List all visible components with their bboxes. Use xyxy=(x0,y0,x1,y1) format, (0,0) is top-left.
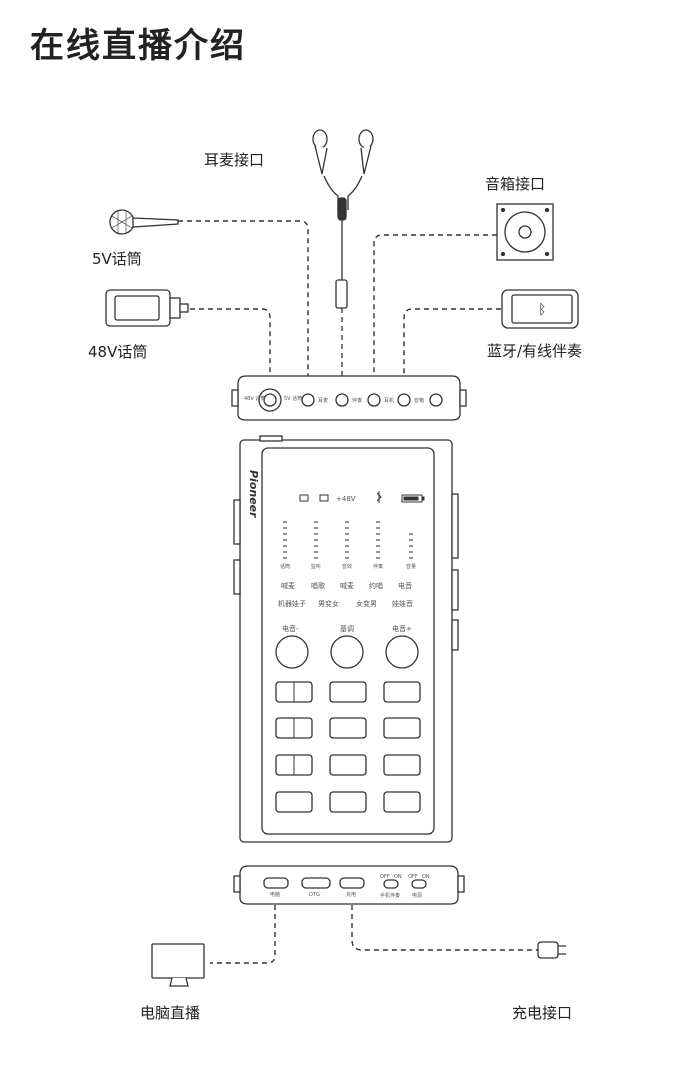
brand-logo: Pioneer xyxy=(247,470,260,518)
switch-position-label: ON xyxy=(394,874,402,880)
knob-labels: 电音- 基调 电音+ xyxy=(282,624,412,633)
effect-label: 娃娃音 xyxy=(392,599,413,608)
svg-text:ᛒ: ᛒ xyxy=(538,302,546,318)
computer-monitor-icon xyxy=(151,943,205,987)
mic-5v-label: 5V话筒 xyxy=(92,250,142,268)
level-meters xyxy=(283,521,413,559)
pad-button[interactable] xyxy=(383,681,421,703)
effect-label: 女变男 xyxy=(356,599,377,608)
level-label: 音效 xyxy=(342,563,352,570)
knob-label: 基调 xyxy=(340,624,354,633)
pad-button[interactable] xyxy=(275,791,313,813)
level-meter xyxy=(283,521,287,559)
effect-labels: 喊麦 唱歌 喊麦 约唱 电音 机器娃子 男变女 女变男 娃娃音 xyxy=(278,581,413,608)
top-port-labels: 48V 话筒 5V 话筒 耳麦 伴奏 耳机 音箱 xyxy=(244,395,424,404)
level-label: 监听 xyxy=(311,563,321,570)
top-port-label: 伴奏 xyxy=(352,397,362,404)
charging-port-label: 充电接口 xyxy=(512,1004,573,1022)
pad-button[interactable] xyxy=(329,681,367,703)
switch-position-label: OFF xyxy=(380,874,390,880)
status-indicators xyxy=(299,491,425,503)
effect-label: 唱歌 xyxy=(311,581,325,590)
effect-label: 机器娃子 xyxy=(278,599,306,608)
switch-name-label: 手机伴奏 xyxy=(380,892,400,899)
level-labels: 话筒 监听 音效 伴奏 音量 xyxy=(280,563,416,570)
bottom-port-label: OTG xyxy=(309,892,320,898)
handheld-mic-icon xyxy=(109,209,179,235)
speaker-icon xyxy=(496,203,554,261)
pad-button[interactable] xyxy=(329,754,367,776)
top-port-label: 耳机 xyxy=(384,397,394,404)
level-meter xyxy=(345,521,349,559)
effect-knob[interactable] xyxy=(275,635,309,669)
pc-live-label: 电脑直播 xyxy=(140,1004,201,1022)
knob-label: 电音- xyxy=(282,624,299,633)
level-label: 音量 xyxy=(406,563,416,570)
knob-label: 电音+ xyxy=(392,624,412,633)
top-port-label: 耳麦 xyxy=(318,397,328,404)
phantom-power-label: +48V xyxy=(336,495,356,503)
earphone-port-label: 耳麦接口 xyxy=(204,151,265,169)
condenser-mic-icon xyxy=(105,289,189,327)
effect-label: 约唱 xyxy=(369,581,383,590)
device-bottom-panel xyxy=(233,865,465,905)
pad-button[interactable] xyxy=(383,791,421,813)
switch-position-label: ON xyxy=(422,874,430,880)
top-port-label: 48V 话筒 xyxy=(244,395,265,402)
device-top-panel xyxy=(231,375,467,421)
bottom-port-labels: 电脑 OTG 充电 OFF ON OFF ON 手机伴奏 电源 xyxy=(270,874,430,899)
effect-label: 喊麦 xyxy=(281,581,295,590)
effect-label: 电音 xyxy=(398,581,412,590)
monitor-status-icon xyxy=(299,494,309,502)
pad-button[interactable] xyxy=(383,717,421,739)
battery-icon xyxy=(401,494,425,503)
level-meter xyxy=(314,521,318,559)
top-port-label: 5V 话筒 xyxy=(284,395,302,402)
earphone-icon xyxy=(312,129,374,385)
effect-label: 男变女 xyxy=(318,599,339,608)
pad-button[interactable] xyxy=(329,717,367,739)
switch-name-label: 电源 xyxy=(412,892,422,899)
level-meter xyxy=(376,521,380,559)
top-port-label: 音箱 xyxy=(414,397,424,404)
switch-position-label: OFF xyxy=(408,874,418,880)
phone-status-icon xyxy=(319,494,329,502)
bluetooth-accompaniment-label: 蓝牙/有线伴奏 xyxy=(487,342,583,360)
mic-48v-label: 48V话筒 xyxy=(88,343,148,361)
bottom-port-label: 电脑 xyxy=(270,891,280,898)
effect-knob[interactable] xyxy=(385,635,419,669)
bluetooth-status-icon xyxy=(376,491,382,503)
bottom-port-label: 充电 xyxy=(346,891,356,898)
pad-button[interactable] xyxy=(383,754,421,776)
speaker-port-label: 音箱接口 xyxy=(485,175,546,193)
level-label: 伴奏 xyxy=(373,563,383,570)
level-meter xyxy=(409,533,413,559)
effect-label: 喊麦 xyxy=(340,581,354,590)
level-label: 话筒 xyxy=(280,563,290,570)
pad-button[interactable] xyxy=(329,791,367,813)
charger-plug-icon xyxy=(537,941,566,959)
phone-bluetooth-icon: ᛒ xyxy=(501,289,579,329)
page-title: 在线直播介绍 xyxy=(30,26,246,66)
tone-knob[interactable] xyxy=(330,635,364,669)
